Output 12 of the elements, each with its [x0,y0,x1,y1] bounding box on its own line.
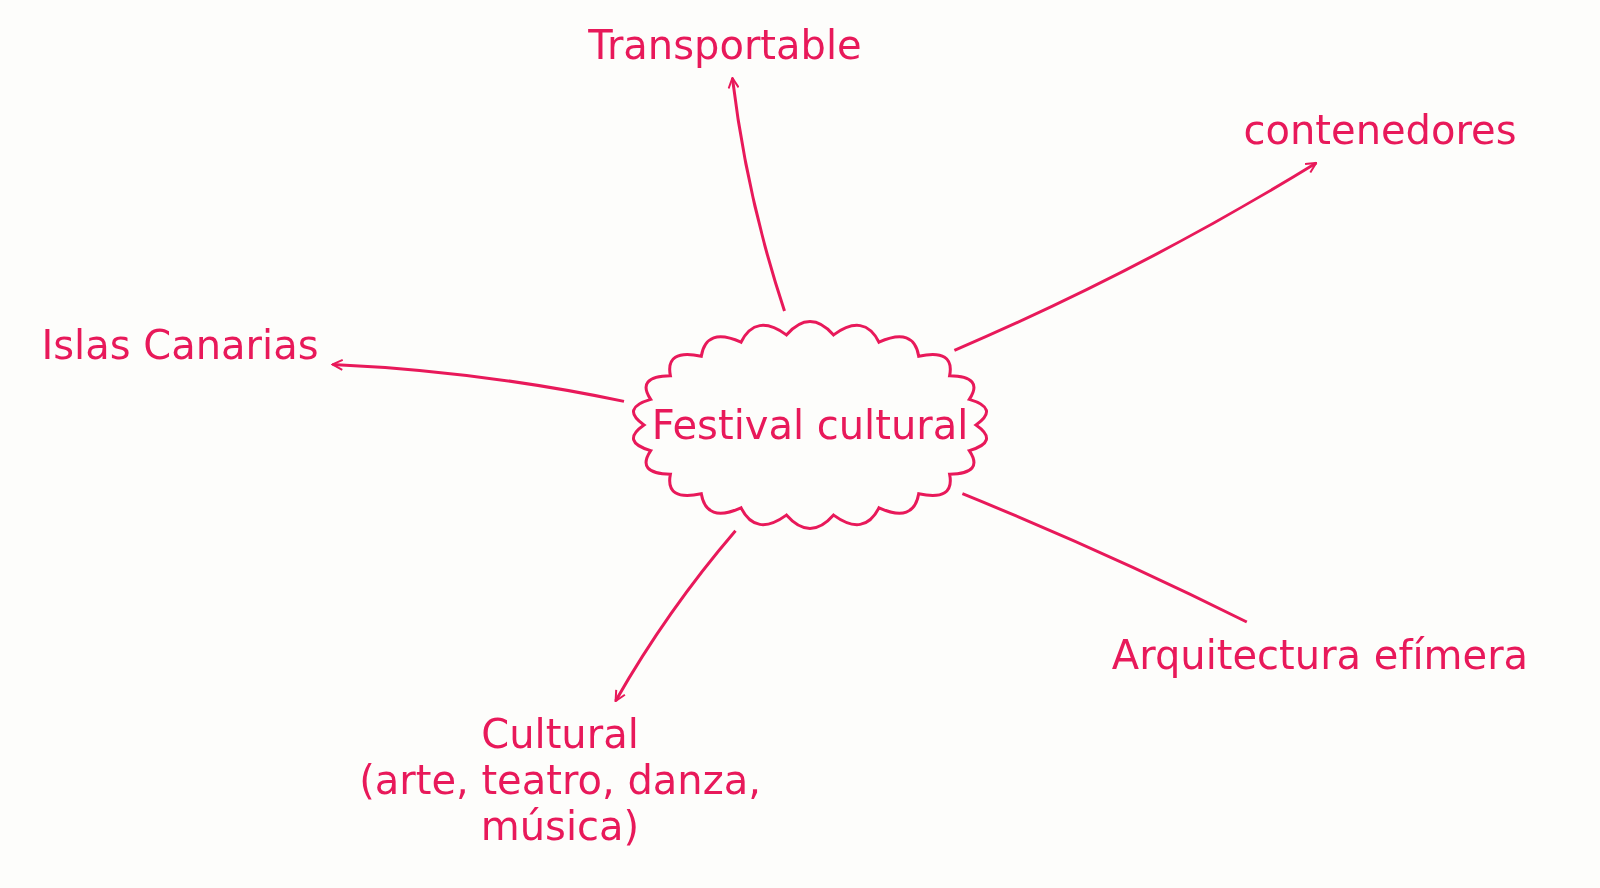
topic-label: Arquitectura efímera [1111,632,1529,678]
topic-label: Cultural [481,711,639,757]
arrow [331,358,625,403]
topic-label: contenedores [1243,107,1517,153]
arrow [953,161,1318,352]
arrow [614,529,737,702]
arrow [727,77,786,312]
topic-label: Islas Canarias [41,322,319,368]
connector-line [961,492,1248,624]
topic-detail: (arte, teatro, danza, música) [358,757,762,849]
topic-label: Transportable [588,22,862,68]
central-topic-label: Festival cultural [651,402,969,448]
